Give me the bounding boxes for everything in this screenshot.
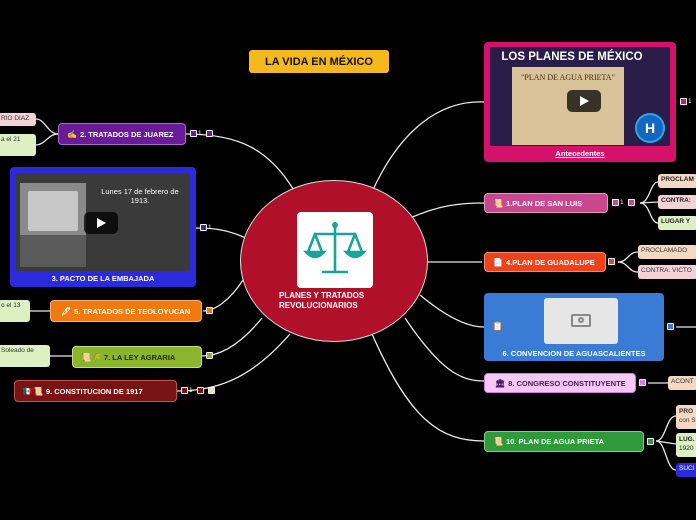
leaf-contra[interactable]: CONTRA:	[658, 195, 696, 209]
leaf-suceso[interactable]: SUCI	[676, 463, 696, 477]
leaf-contra[interactable]: CONTRA: VICTO	[638, 265, 696, 279]
node-constitucion-1917[interactable]: 🇲🇽📜9. CONSTITUCION DE 1917	[14, 380, 177, 402]
expand-icon[interactable]	[647, 438, 654, 445]
node-label: 1.PLAN DE SAN LUIS	[505, 198, 583, 208]
node-plan-de-agua-prieta[interactable]: 📜10. PLAN DE AGUA PRIETA	[484, 431, 644, 452]
node-label: 4.PLAN DE GUADALUPE	[505, 257, 595, 267]
leaf-lugar[interactable]: LUGAR Y	[658, 216, 696, 230]
balance-scale-icon	[297, 212, 373, 288]
flag-icon: 🇲🇽📜	[23, 386, 43, 396]
play-icon[interactable]	[567, 90, 601, 112]
leaf-soleado[interactable]: Soleado de	[0, 345, 50, 367]
leaf-fecha[interactable]: a el 21	[0, 134, 36, 156]
document-caption: "PLAN DE AGUA PRIETA"	[521, 73, 615, 82]
antecedentes-link[interactable]: Antecedentes	[555, 149, 605, 158]
historical-photo	[20, 183, 86, 267]
video-thumbnail: Lunes 17 de febrero de 1913.	[16, 173, 190, 271]
pen-icon: 🖊	[61, 306, 72, 316]
node-label: 9. CONSTITUCION DE 1917	[45, 386, 143, 396]
channel-logo-icon: H	[637, 115, 663, 141]
page-title: LA VIDA EN MÉXICO	[249, 50, 389, 73]
central-topic-label: PLANES Y TRATADOS REVOLUCIONARIOS	[279, 291, 365, 310]
comment-badge[interactable]: 1	[181, 387, 215, 394]
document-icon: 📄	[493, 257, 503, 267]
scroll-icon: 📜	[493, 437, 503, 446]
expand-icon[interactable]	[667, 323, 674, 330]
farm-icon: 📜🌾	[81, 352, 101, 362]
node-plan-de-guadalupe[interactable]: 📄4.PLAN DE GUADALUPE	[484, 252, 606, 272]
node-la-ley-agraria[interactable]: 📜🌾7. LA LEY AGRARIA	[72, 346, 202, 368]
comment-badge[interactable]: 1	[200, 224, 212, 231]
pen-icon: ✍	[67, 129, 77, 139]
leaf-proclamado[interactable]: PROCLAMADO	[638, 245, 696, 259]
node-label: 2. TRATADOS DE JUAREZ	[79, 129, 174, 139]
central-topic[interactable]: PLANES Y TRATADOS REVOLUCIONARIOS	[240, 180, 428, 342]
node-label: 6. CONVENCION DE AGUASCALIENTES	[502, 349, 646, 358]
thumbnail-title: LOS PLANES DE MÉXICO	[501, 51, 643, 63]
comment-badge[interactable]: 1	[612, 199, 635, 206]
node-label: 7. LA LEY AGRARIA	[103, 352, 176, 362]
node-tratados-de-juarez[interactable]: ✍2. TRATADOS DE JUAREZ	[58, 123, 186, 145]
leaf-porfirio-diaz[interactable]: RIO DIAZ	[0, 113, 36, 126]
video-node-antecedentes[interactable]: LOS PLANES DE MÉXICO "PLAN DE AGUA PRIET…	[484, 42, 676, 162]
leaf-fecha[interactable]: o el 13	[0, 300, 30, 322]
node-label: 8. CONGRESO CONSTITUYENTE	[508, 378, 626, 388]
node-tratados-de-teoloyucan[interactable]: 🖊5. TRATADOS DE TEOLOYUCAN	[50, 300, 202, 322]
comment-badge[interactable]: 1	[190, 130, 213, 137]
leaf-lugar[interactable]: LUG.1920	[676, 433, 696, 457]
expand-icon[interactable]	[608, 258, 615, 265]
expand-icon[interactable]	[206, 307, 213, 314]
leaf-proclamado[interactable]: PROCLAM	[658, 174, 696, 188]
node-convencion-aguascalientes[interactable]: 📋 6. CONVENCION DE AGUASCALIENTES	[484, 293, 664, 361]
leaf-acontecimiento[interactable]: ACONT	[668, 376, 696, 390]
note-icon: 📋	[492, 321, 504, 331]
node-label: 10. PLAN DE AGUA PRIETA	[505, 437, 605, 446]
expand-icon[interactable]	[206, 352, 213, 359]
node-congreso-constituyente[interactable]: 🏛8. CONGRESO CONSTITUYENTE	[484, 373, 636, 393]
expand-icon[interactable]	[639, 379, 646, 386]
image-placeholder-icon	[544, 298, 618, 344]
scroll-icon: 📜	[493, 198, 503, 208]
video-caption: Lunes 17 de febrero de 1913.	[101, 187, 179, 205]
node-plan-de-san-luis[interactable]: 📜1.PLAN DE SAN LUIS	[484, 193, 608, 213]
node-label: 5. TRATADOS DE TEOLOYUCAN	[74, 306, 191, 316]
building-icon: 🏛	[495, 378, 506, 388]
node-label: 3. PACTO DE LA EMBAJADA	[51, 274, 155, 283]
node-pacto-de-la-embajada[interactable]: Lunes 17 de febrero de 1913. 3. PACTO DE…	[10, 167, 196, 287]
video-thumbnail: LOS PLANES DE MÉXICO "PLAN DE AGUA PRIET…	[490, 47, 670, 146]
comment-badge[interactable]: 1	[680, 98, 692, 105]
play-icon[interactable]	[84, 212, 118, 234]
